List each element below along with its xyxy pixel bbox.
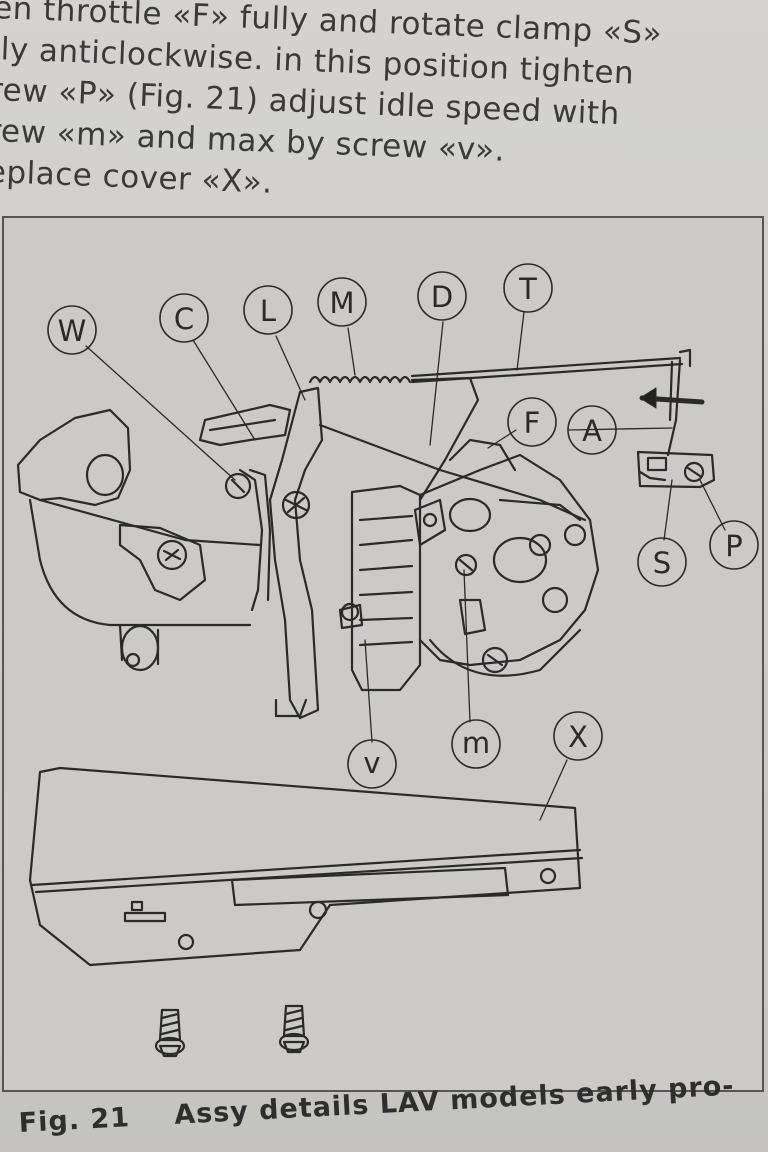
figure-frame [2, 216, 764, 1092]
callout-f: F [524, 406, 541, 440]
throttle-rod [318, 348, 692, 522]
figure-number: Fig. 21 [18, 1102, 131, 1139]
linkage-bracket [198, 403, 292, 612]
carburetor-body [338, 438, 600, 692]
direction-arrow-icon [639, 387, 705, 409]
callout-l: L [260, 294, 276, 328]
callout-t: T [518, 272, 537, 306]
callout-m-lower: m [462, 726, 490, 760]
callout-c: C [174, 302, 194, 336]
callout-p: P [725, 529, 743, 563]
callout-s: S [653, 546, 671, 580]
governor-spring [308, 375, 412, 384]
cover-plate [28, 766, 584, 967]
manifold-bracket [118, 523, 207, 602]
cover-bolt-right [278, 1004, 310, 1054]
throttle-clamp [636, 358, 716, 489]
intake-elbow [16, 408, 262, 672]
callout-d: D [431, 280, 453, 314]
callout-x: X [568, 720, 588, 754]
cover-bolt-left [154, 1008, 186, 1058]
callout-a: A [582, 414, 602, 448]
leader-lines [85, 311, 726, 821]
callout-w: W [58, 314, 87, 348]
callout-circles [47, 263, 759, 789]
callout-m-upper: M [329, 286, 354, 320]
governor-lever [268, 386, 324, 720]
callout-v: v [363, 746, 380, 780]
